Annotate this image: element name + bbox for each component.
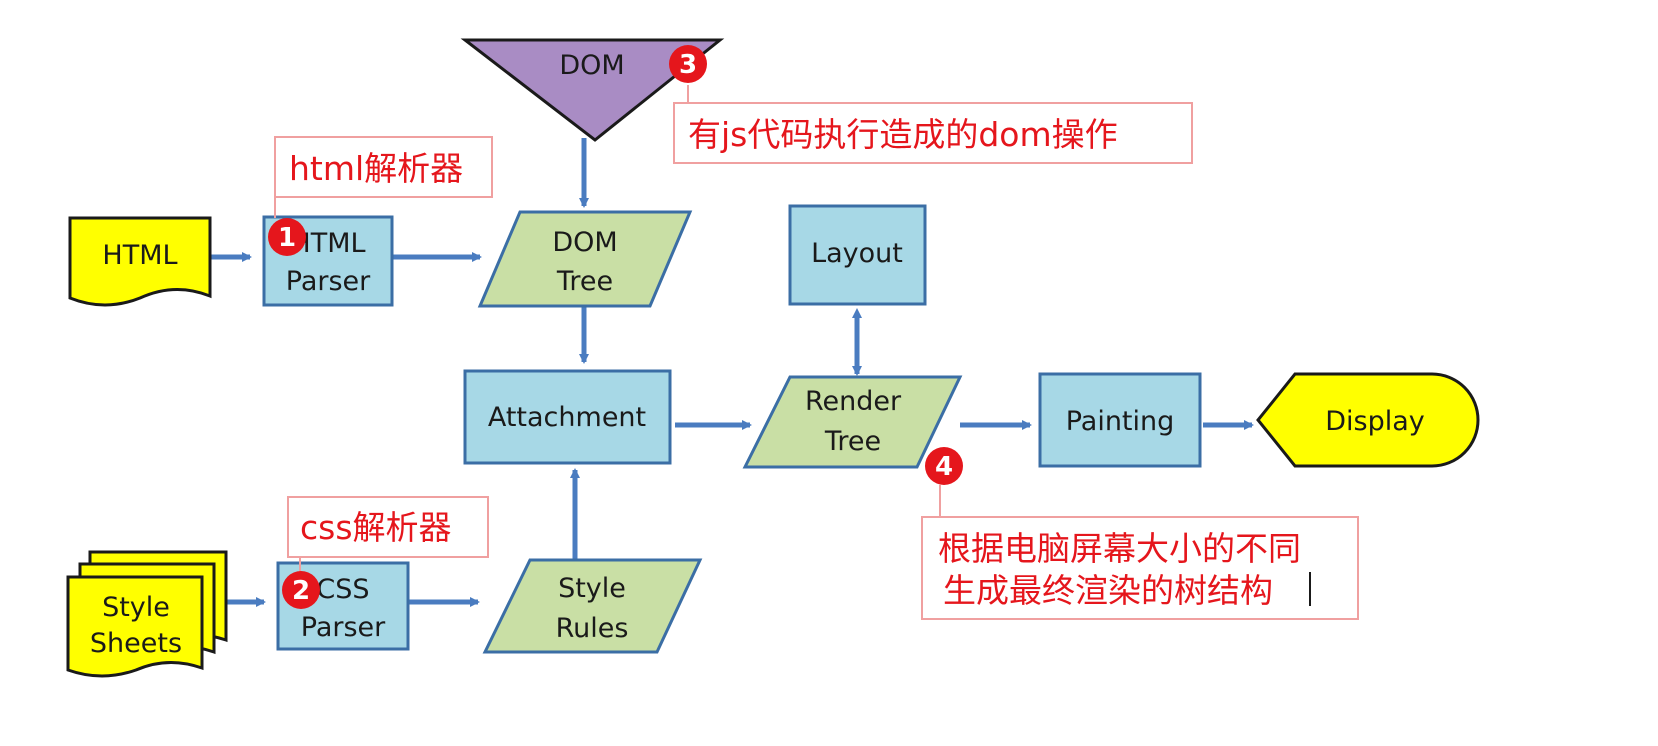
css-parser-label-line1: CSS (316, 574, 369, 605)
dom-label: DOM (559, 50, 624, 81)
painting-label: Painting (1066, 406, 1175, 437)
svg-text:1: 1 (278, 223, 296, 253)
arrows (208, 138, 1254, 607)
render-tree-node: Render Tree (742, 375, 963, 469)
style-sheets-label-line2: Sheets (90, 628, 182, 659)
svg-text:3: 3 (679, 50, 697, 80)
annotation-render-line1: 根据电脑屏幕大小的不同 (938, 529, 1301, 568)
display-node: Display (1256, 372, 1480, 468)
render-tree-label-line2: Tree (824, 426, 881, 457)
svg-text:4: 4 (935, 452, 953, 482)
render-tree-label-line1: Render (805, 386, 902, 417)
html-parser-label-line2: Parser (286, 266, 371, 297)
badge-3: 3 (669, 45, 707, 83)
style-sheets-node: Style Sheets (66, 550, 228, 678)
attachment-node: Attachment (463, 369, 672, 465)
badge-4: 4 (925, 447, 963, 485)
html-document-node: HTML (68, 216, 212, 307)
annotation-render-line2: 生成最终渲染的树结构 (943, 571, 1273, 610)
style-rules-label-line1: Style (558, 573, 626, 604)
annotation-dom-ops: 有js代码执行造成的dom操作 (673, 85, 1193, 164)
style-rules-label-line2: Rules (556, 613, 629, 644)
annotation-css-parser: css解析器 (287, 496, 489, 572)
layout-node: Layout (788, 204, 927, 306)
svg-text:2: 2 (292, 576, 310, 606)
css-parser-label-line2: Parser (301, 612, 386, 643)
attachment-label: Attachment (488, 402, 646, 433)
badge-2: 2 (282, 571, 320, 609)
badge-1: 1 (268, 218, 306, 256)
style-sheets-label-line1: Style (102, 592, 170, 623)
dom-tree-node: DOM Tree (477, 210, 693, 308)
painting-node: Painting (1038, 372, 1202, 468)
annotation-html-parser-text: html解析器 (289, 149, 463, 188)
style-rules-node: Style Rules (482, 558, 703, 654)
dom-tree-label-line1: DOM (552, 227, 617, 258)
annotation-html-parser: html解析器 (274, 136, 493, 218)
layout-label: Layout (811, 238, 903, 269)
dom-node: DOM (460, 38, 725, 142)
annotation-dom-ops-text: 有js代码执行造成的dom操作 (688, 115, 1118, 154)
display-label: Display (1325, 406, 1425, 437)
dom-tree-label-line2: Tree (556, 266, 613, 297)
html-document-label: HTML (102, 240, 177, 271)
annotation-render-tree: 根据电脑屏幕大小的不同 生成最终渲染的树结构 (921, 485, 1359, 620)
annotation-css-parser-text: css解析器 (300, 508, 452, 547)
